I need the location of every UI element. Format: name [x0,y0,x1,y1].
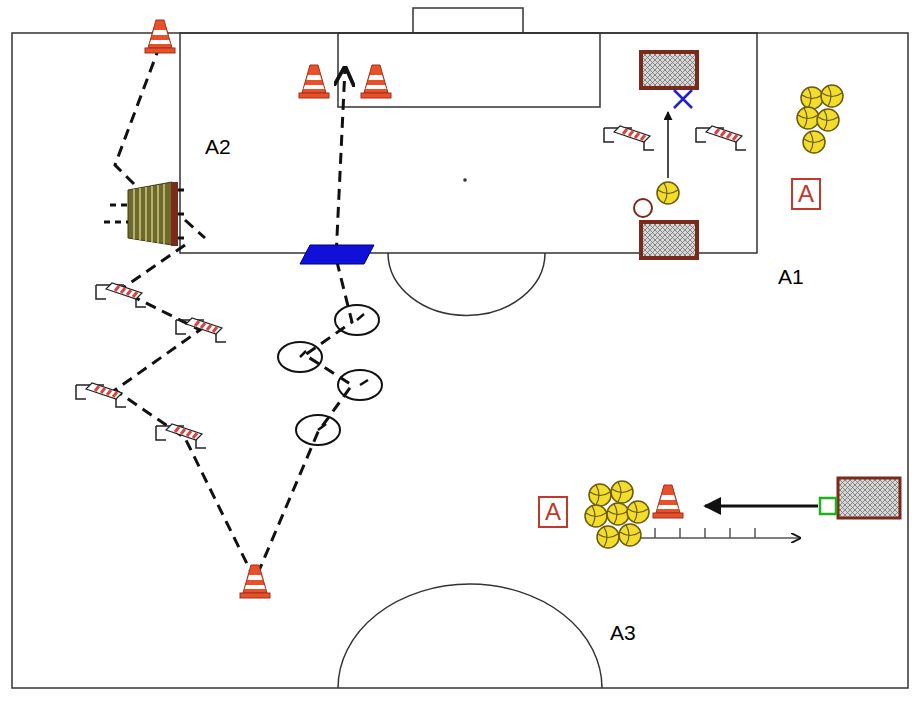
player-letter: A [545,500,561,524]
player-marker: A [791,178,821,210]
player-letter: A [798,182,814,206]
station-label: A3 [610,622,636,643]
player-marker: A [538,496,568,528]
station-label: A2 [205,136,231,157]
station-label: A1 [778,266,804,287]
